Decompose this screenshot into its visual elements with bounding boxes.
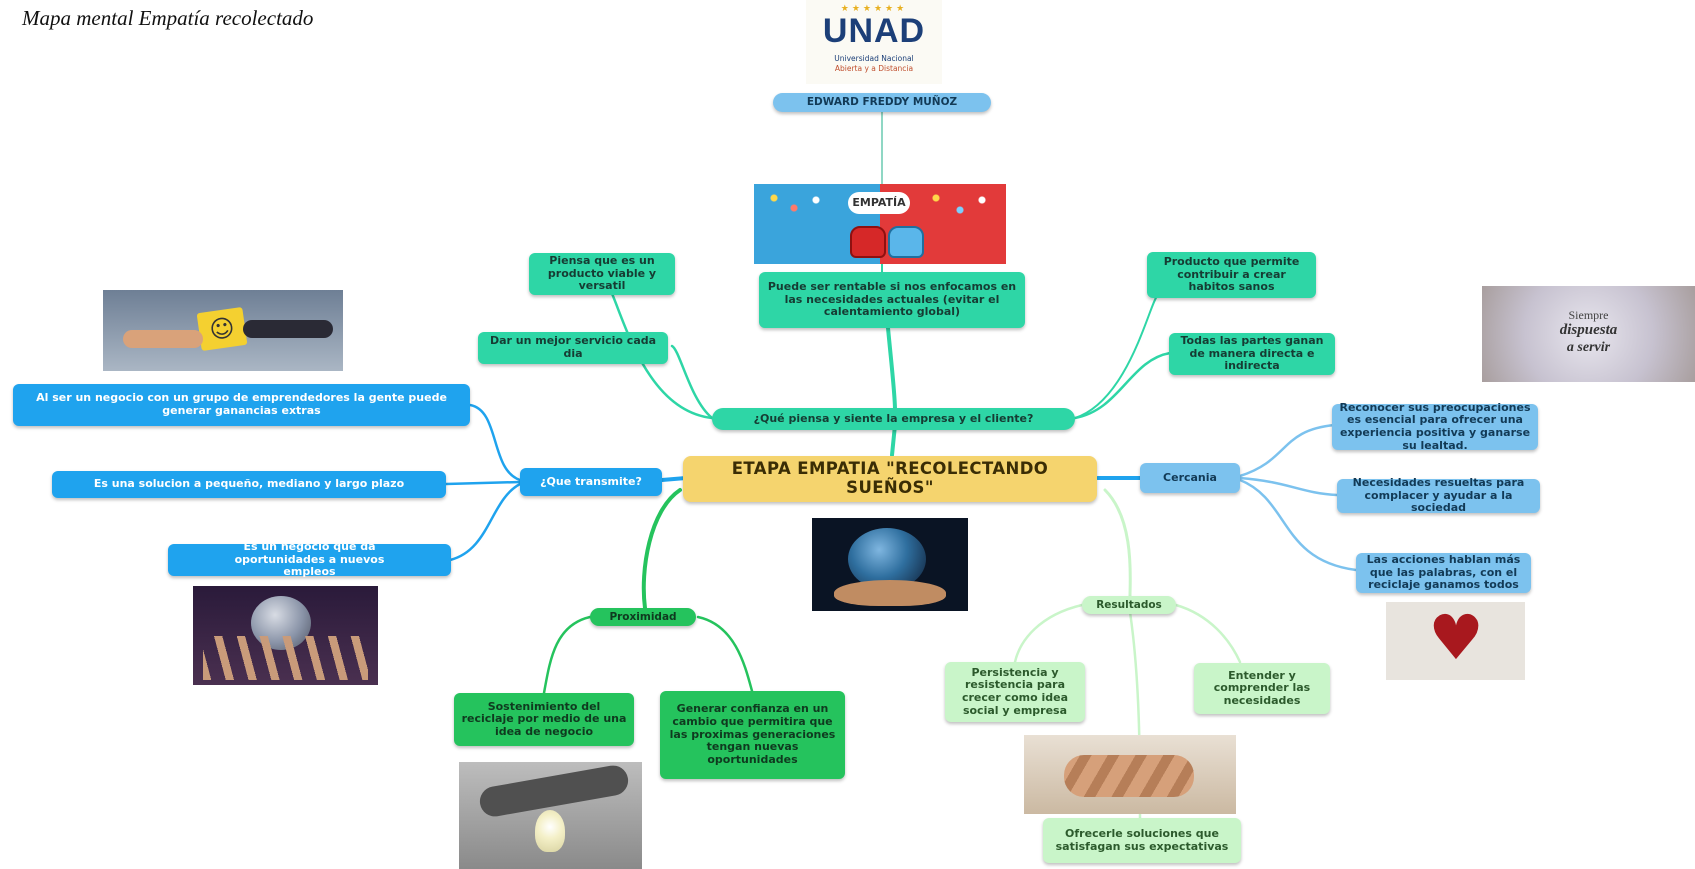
link-resultados-entender bbox=[1174, 603, 1242, 664]
link-cercania-necesidades bbox=[1238, 476, 1339, 497]
hands-icon bbox=[834, 580, 946, 606]
node-ganancias: Al ser un negocio con un grupo de empren… bbox=[13, 384, 470, 426]
unad-logo: ★★★★★★ UNAD Universidad Nacional Abierta… bbox=[806, 0, 942, 84]
node-solucion: Es una solucion a pequeño, mediano y lar… bbox=[52, 471, 446, 498]
logo-stars: ★★★★★★ bbox=[840, 4, 908, 14]
node-proximidad: Proximidad bbox=[590, 608, 696, 626]
link-piensa-servicio bbox=[670, 344, 714, 420]
node-transmite: ¿Que transmite? bbox=[520, 468, 662, 496]
siempre-line-2: dispuesta bbox=[1559, 322, 1618, 338]
logo-subtitle-2: Abierta y a Distancia bbox=[834, 64, 914, 73]
node-entender: Entender y comprender las necesidades bbox=[1194, 663, 1330, 714]
empatia-image: EMPATÍA bbox=[754, 184, 1006, 264]
link-cercania-reconocer bbox=[1238, 423, 1337, 478]
link-proximidad-sostenimiento bbox=[542, 615, 592, 695]
node-viable: Piensa que es un producto viable y versa… bbox=[529, 253, 675, 295]
node-servicio: Dar un mejor servicio cada dia bbox=[478, 332, 668, 364]
link-center-proximidad bbox=[641, 488, 682, 610]
confetti-right bbox=[926, 190, 996, 220]
left-hand-icon bbox=[123, 330, 203, 348]
author-node: EDWARD FREDDY MUÑOZ bbox=[773, 93, 991, 112]
node-acciones: Las acciones hablan más que las palabras… bbox=[1356, 553, 1531, 593]
siempre-line-1: Siempre bbox=[1568, 308, 1609, 322]
red-character-icon bbox=[850, 226, 886, 258]
siempre-line-3: a servir bbox=[1566, 340, 1611, 355]
lightbulb-icon bbox=[535, 810, 565, 852]
confetti-left bbox=[764, 190, 834, 220]
link-transmite-solucion bbox=[444, 480, 522, 486]
link-center-transmite bbox=[660, 476, 688, 482]
link-rentable-piensa bbox=[886, 326, 897, 412]
link-transmite-empleos bbox=[448, 482, 522, 562]
logo-wordmark: UNAD bbox=[822, 12, 926, 50]
node-empleos: Es un negocio que da oportunidades a nue… bbox=[168, 540, 451, 578]
blue-character-icon bbox=[888, 226, 924, 258]
figure-caption: Mapa mental Empatía recolectado bbox=[22, 6, 314, 30]
link-cercania-acciones bbox=[1238, 478, 1358, 572]
heart-icon: ♥ bbox=[1428, 602, 1484, 674]
link-transmite-ganancias bbox=[468, 403, 522, 482]
hand-lightbulb-image bbox=[459, 762, 642, 869]
node-ofrecer: Ofrecerle soluciones que satisfagan sus … bbox=[1043, 818, 1241, 863]
center-node: ETAPA EMPATIA "RECOLECTANDO SUEÑOS" bbox=[683, 456, 1097, 502]
node-necesidades-resueltas: Necesidades resueltas para complacer y a… bbox=[1337, 476, 1540, 514]
smiley-note-icon: ☺ bbox=[196, 306, 248, 352]
globe-icon bbox=[848, 528, 926, 590]
link-resultados-persistencia bbox=[1013, 603, 1084, 664]
heart-hug-image: ♥ bbox=[1386, 602, 1525, 680]
node-habitos: Producto que permite contribuir a crear … bbox=[1147, 252, 1316, 298]
node-sostenimiento: Sostenimiento del reciclaje por medio de… bbox=[454, 693, 634, 746]
node-reconocer: Reconocer sus preocupaciones es esencial… bbox=[1332, 401, 1538, 451]
right-hand-icon bbox=[243, 320, 333, 338]
node-resultados: Resultados bbox=[1082, 596, 1176, 614]
earth-hands-image bbox=[193, 586, 378, 685]
stacked-hands-icon bbox=[1064, 755, 1194, 797]
link-piensa-habitos bbox=[1074, 294, 1159, 419]
node-rentable: Puede ser rentable si nos enfocamos en l… bbox=[759, 272, 1025, 328]
node-persistencia: Persistencia y resistencia para crecer c… bbox=[945, 662, 1085, 722]
node-cercania: Cercania bbox=[1140, 463, 1240, 493]
link-piensa-center bbox=[890, 423, 897, 457]
link-center-resultados bbox=[1103, 488, 1132, 598]
speech-bubble: EMPATÍA bbox=[848, 192, 910, 214]
globe-hands-image bbox=[812, 518, 968, 611]
node-partes: Todas las partes ganan de manera directa… bbox=[1169, 333, 1335, 375]
reaching-hands-icon bbox=[203, 636, 368, 680]
siempre-dispuesta-image: Siempre dispuesta a servir bbox=[1482, 286, 1695, 382]
link-proximidad-confianza bbox=[696, 615, 754, 693]
node-confianza: Generar confianza en un cambio que permi… bbox=[660, 691, 845, 779]
logo-subtitle-1: Universidad Nacional bbox=[834, 54, 914, 63]
link-piensa-partes bbox=[1073, 351, 1172, 420]
teamwork-hands-image bbox=[1024, 735, 1236, 814]
node-piensa: ¿Qué piensa y siente la empresa y el cli… bbox=[712, 408, 1075, 430]
handshake-smiley-image: ☺ bbox=[103, 290, 343, 371]
